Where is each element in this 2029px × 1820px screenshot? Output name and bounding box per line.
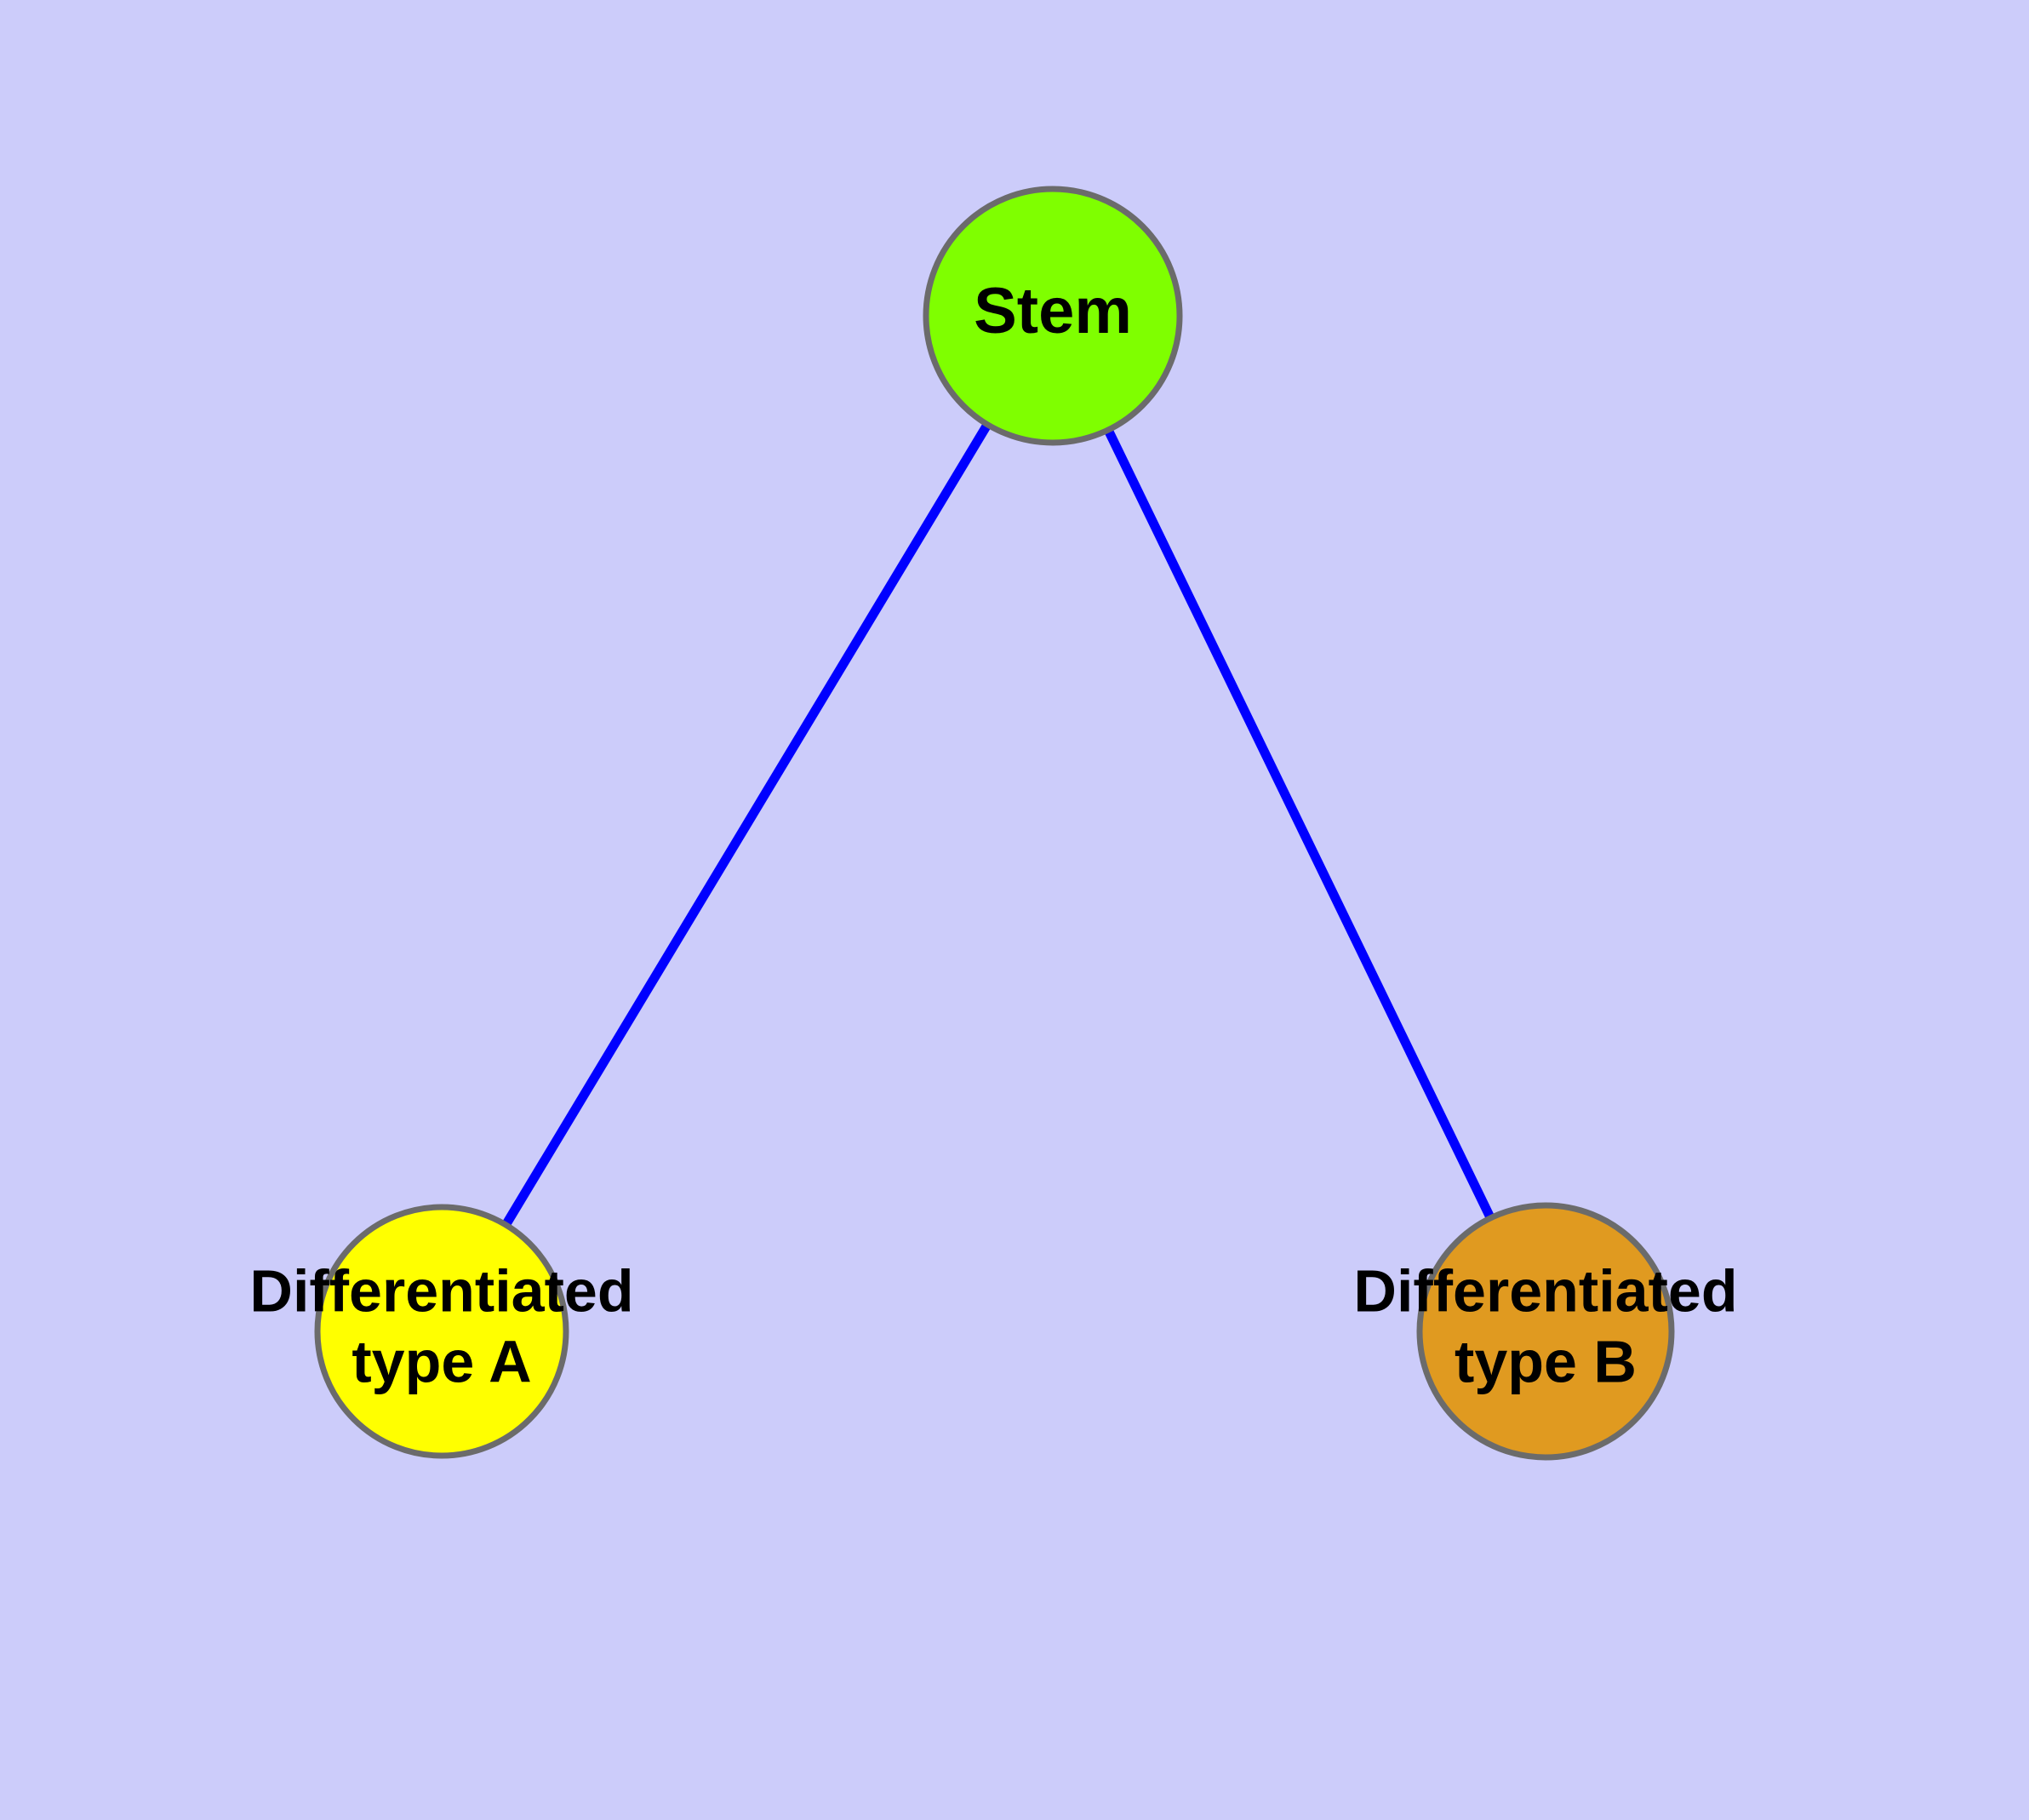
node-label-line: type B <box>1455 1329 1637 1395</box>
graph-edge-stem-to-a[interactable] <box>501 421 992 1228</box>
edge-layer <box>501 421 1495 1228</box>
node-circle-stem[interactable] <box>923 186 1183 446</box>
node-circle-diff_b[interactable] <box>1416 1202 1675 1461</box>
node-label-line: Differentiated <box>249 1258 633 1325</box>
node-circle-diff_a[interactable] <box>314 1204 569 1459</box>
graph-node-stem[interactable]: Stem <box>923 186 1183 446</box>
node-label-stem: Stem <box>974 275 1132 347</box>
node-label-line: Differentiated <box>1353 1258 1737 1325</box>
node-label-line: type A <box>352 1329 531 1395</box>
graph-edge-stem-to-b[interactable] <box>1104 427 1495 1221</box>
node-label-line: Stem <box>974 275 1132 347</box>
